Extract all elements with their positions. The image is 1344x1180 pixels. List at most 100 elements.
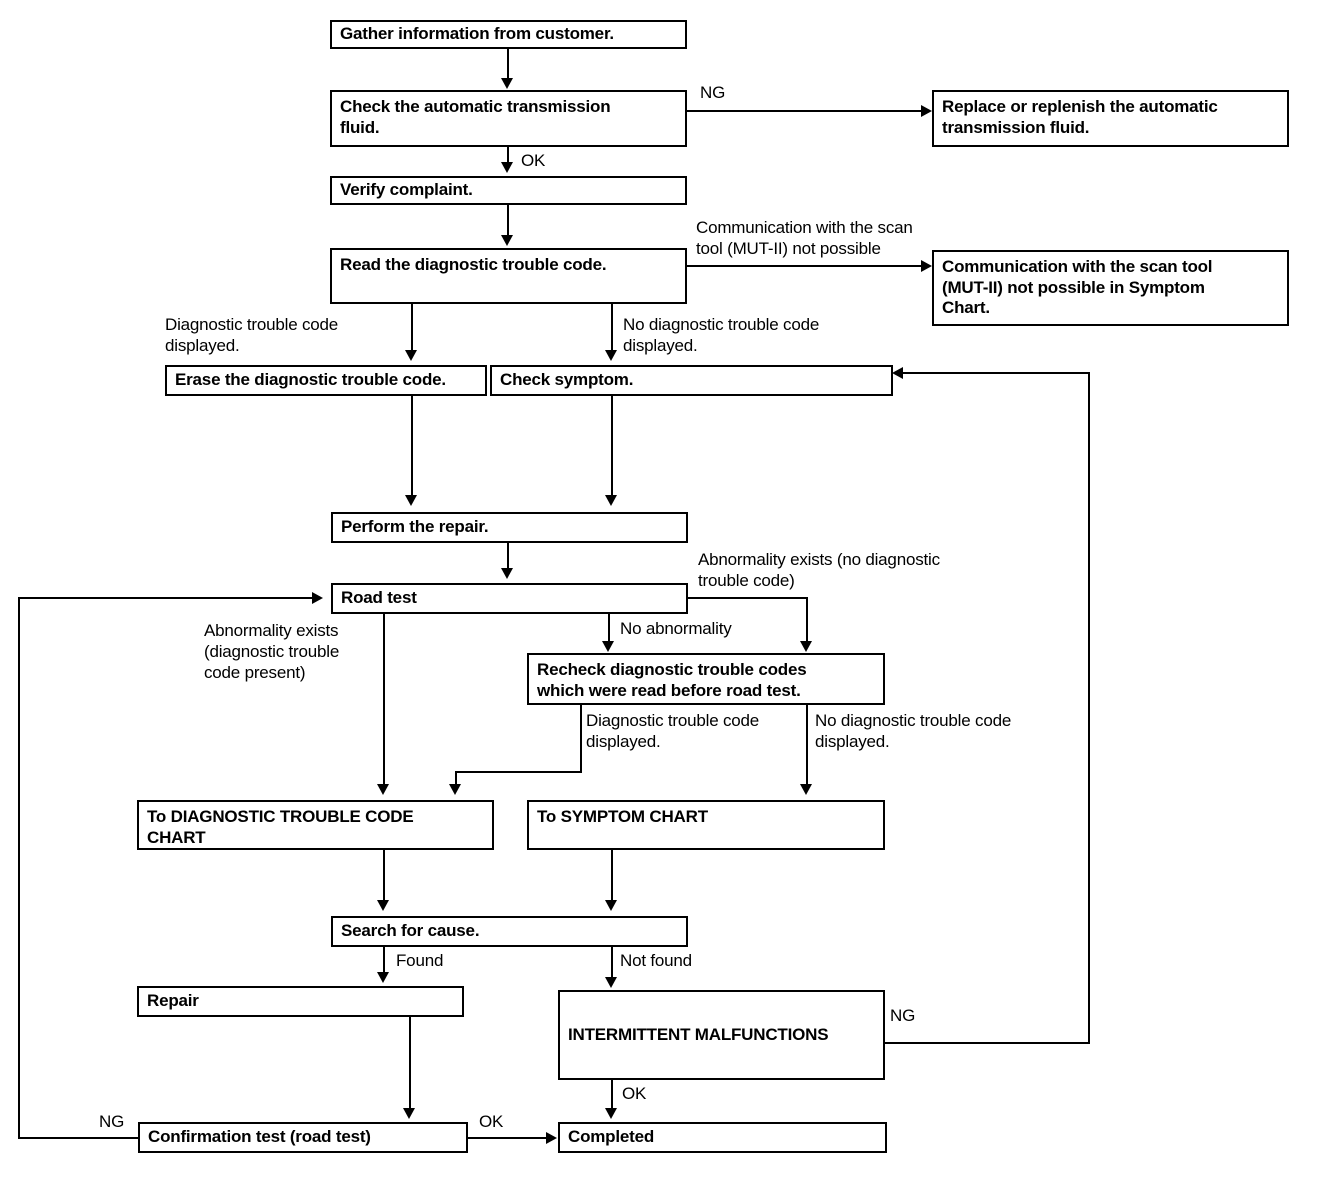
edge-label-found: Found (396, 951, 444, 970)
node-replace-transmission-fluid: Replace or replenish the automatic trans… (932, 90, 1289, 147)
connector-symptom-chart-to-search (611, 850, 613, 902)
arrowhead-down (501, 235, 513, 246)
arrowhead-down (602, 641, 614, 652)
edge-label-abnormality-exists-no-dtc: Abnormality exists (no diagnostic troubl… (698, 550, 940, 591)
node-label: To DIAGNOSTIC TROUBLE CODE CHART (147, 807, 414, 847)
node-read-diagnostic-trouble-code: Read the diagnostic trouble code. (330, 248, 687, 304)
node-gather-information: Gather information from customer. (330, 20, 687, 49)
connector-verify-to-read-dtc (507, 205, 509, 237)
arrowhead-down (377, 972, 389, 983)
edge-label-no-dtc-displayed: No diagnostic trouble code displayed. (623, 315, 820, 356)
node-label: Erase the diagnostic trouble code. (175, 370, 446, 390)
node-road-test: Road test (331, 583, 688, 614)
connector-repair-to-confirmation (409, 1017, 411, 1110)
connector-search-not-found (611, 947, 613, 979)
connector-check-fluid-ng (687, 110, 926, 112)
arrowhead-right (546, 1132, 557, 1144)
arrowhead-down (501, 78, 513, 89)
edge-label-ok-intermittent: OK (622, 1084, 647, 1103)
arrowhead-down (605, 495, 617, 506)
arrowhead-down (501, 162, 513, 173)
node-perform-the-repair: Perform the repair. (331, 512, 688, 543)
arrowhead-down (605, 350, 617, 361)
arrowhead-down (377, 900, 389, 911)
node-label: Completed (568, 1127, 655, 1147)
edge-label-ok-fluid: OK (521, 151, 546, 170)
connector-check-symptom-to-perform-repair (611, 396, 613, 496)
edge-label-communication-not-possible: Communication with the scan tool (MUT-II… (696, 218, 913, 259)
edge-label-ng-fluid: NG (700, 83, 726, 102)
node-label: Check the automatic transmission fluid. (340, 97, 611, 137)
node-confirmation-test: Confirmation test (road test) (138, 1122, 468, 1153)
node-label: Road test (341, 588, 417, 608)
connector-confirmation-ok (468, 1137, 551, 1139)
connector-intermittent-ng-h-in (903, 372, 1090, 374)
connector-road-test-abnormality-no-dtc-h (688, 597, 808, 599)
connector-intermittent-ng-v (1088, 372, 1090, 1044)
connector-read-dtc-to-erase (411, 304, 413, 352)
connector-perform-repair-to-road-test (507, 543, 509, 571)
arrowhead-right (921, 260, 932, 272)
arrowhead-down (800, 641, 812, 652)
arrowhead-left (892, 367, 903, 379)
arrowhead-down (501, 568, 513, 579)
node-label: Check symptom. (500, 370, 634, 390)
node-label: Verify complaint. (340, 180, 473, 200)
node-label: Recheck diagnostic trouble codes which w… (537, 660, 807, 700)
connector-dtc-chart-to-search (383, 850, 385, 902)
node-erase-diagnostic-trouble-code: Erase the diagnostic trouble code. (165, 365, 487, 396)
edge-label-no-dtc-displayed-2: No diagnostic trouble code displayed. (815, 711, 1012, 752)
connector-erase-to-perform-repair (411, 396, 413, 496)
connector-road-test-abnormality-no-dtc-v (806, 597, 808, 643)
edge-label-ng-intermittent: NG (890, 1006, 916, 1025)
edge-label-ok-confirmation: OK (479, 1112, 504, 1131)
node-to-symptom-chart: To SYMPTOM CHART (527, 800, 885, 850)
node-label: Repair (147, 991, 199, 1011)
node-to-diagnostic-trouble-code-chart: To DIAGNOSTIC TROUBLE CODE CHART (137, 800, 494, 850)
connector-confirmation-ng-h-out (18, 1137, 139, 1139)
node-label: Read the diagnostic trouble code. (340, 255, 607, 274)
node-check-symptom: Check symptom. (490, 365, 893, 396)
connector-recheck-dtc-displayed-h (455, 771, 582, 773)
connector-search-found (383, 947, 385, 975)
arrowhead-down (405, 350, 417, 361)
connector-read-dtc-comm (687, 265, 926, 267)
connector-intermittent-ng-h-out (885, 1042, 1090, 1044)
connector-read-dtc-to-check-symptom (611, 304, 613, 352)
arrowhead-down (449, 784, 461, 795)
connector-confirmation-ng-h-in (18, 597, 314, 599)
edge-label-dtc-displayed-2: Diagnostic trouble code displayed. (586, 711, 760, 752)
arrowhead-right (312, 592, 323, 604)
connector-check-fluid-ok (507, 147, 509, 165)
arrowhead-right (921, 105, 932, 117)
connector-recheck-dtc-displayed-v1 (580, 705, 582, 773)
arrowhead-down (800, 784, 812, 795)
arrowhead-down (377, 784, 389, 795)
connector-intermittent-ok (611, 1080, 613, 1110)
edge-label-dtc-displayed: Diagnostic trouble code displayed. (165, 315, 339, 356)
node-check-transmission-fluid: Check the automatic transmission fluid. (330, 90, 687, 147)
node-label: Gather information from customer. (340, 24, 614, 44)
edge-label-no-abnormality: No abnormality (620, 619, 732, 638)
node-verify-complaint: Verify complaint. (330, 176, 687, 205)
arrowhead-down (605, 977, 617, 988)
connector-recheck-dtc-displayed-v2 (455, 771, 457, 787)
arrowhead-down (605, 900, 617, 911)
node-label: Replace or replenish the automatic trans… (942, 97, 1218, 137)
arrowhead-down (605, 1108, 617, 1119)
node-communication-symptom-chart: Communication with the scan tool (MUT-II… (932, 250, 1289, 326)
connector-gather-to-check-fluid (507, 49, 509, 79)
node-intermittent-malfunctions: INTERMITTENT MALFUNCTIONS (558, 990, 885, 1080)
node-label: To SYMPTOM CHART (537, 807, 708, 826)
node-label: Perform the repair. (341, 517, 489, 537)
connector-road-test-abnormality-dtc (383, 614, 385, 786)
node-label: Confirmation test (road test) (148, 1127, 371, 1147)
node-label: INTERMITTENT MALFUNCTIONS (568, 1024, 829, 1044)
node-recheck-diagnostic-trouble-codes: Recheck diagnostic trouble codes which w… (527, 653, 885, 705)
node-label: Search for cause. (341, 921, 480, 941)
edge-label-ng-confirmation: NG (99, 1112, 125, 1131)
node-search-for-cause: Search for cause. (331, 916, 688, 947)
arrowhead-down (403, 1108, 415, 1119)
edge-label-not-found: Not found (620, 951, 692, 970)
